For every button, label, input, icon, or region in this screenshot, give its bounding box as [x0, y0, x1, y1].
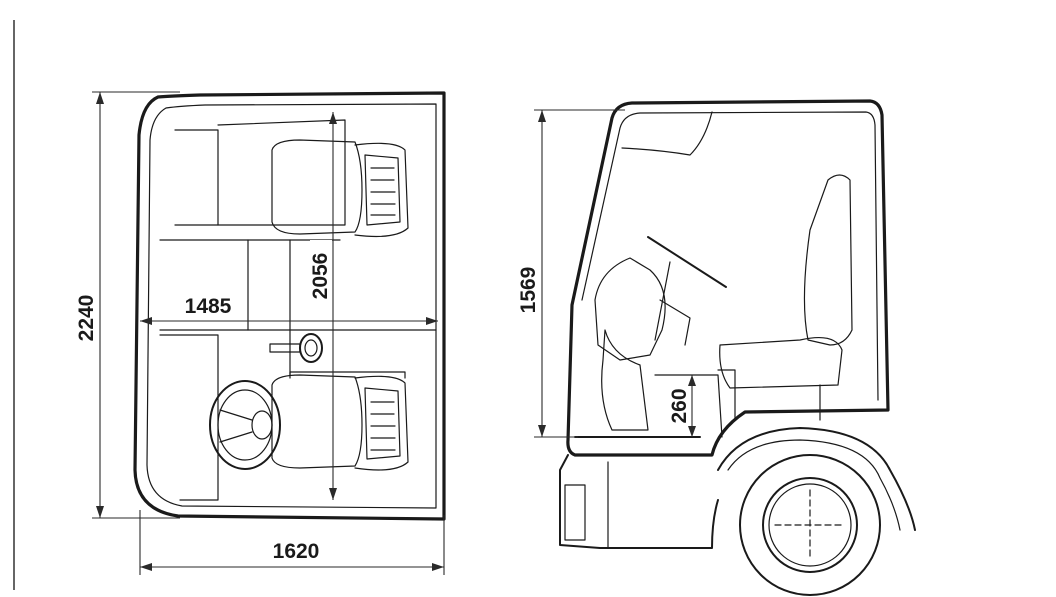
dimension-1620-label: 1620 [273, 540, 320, 563]
rear-bunk-area [159, 239, 249, 331]
dimension-1485: 1485 [140, 295, 438, 325]
driver-seat-side [717, 174, 853, 421]
dimension-1569: 1569 [517, 109, 625, 438]
cab-top-outline [133, 91, 446, 521]
dimension-2240-label: 2240 [75, 295, 98, 342]
steering-wheel-side [594, 236, 727, 431]
lower-body [559, 427, 916, 549]
cab-side-outline [566, 99, 890, 457]
dimension-1569-label: 1569 [517, 267, 540, 314]
dimension-1485-label: 1485 [185, 295, 232, 318]
top-view: 2240 2056 1485 1620 [75, 91, 446, 575]
side-view: 1569 260 [517, 99, 916, 596]
steering-wheel-top [209, 380, 281, 470]
dimension-2056: 2056 [309, 112, 337, 500]
dimension-2240: 2240 [75, 91, 180, 519]
front-wheel [739, 454, 881, 596]
driver-seat [271, 374, 409, 471]
cab-top-inner-outline [146, 103, 437, 509]
passenger-seat [271, 139, 409, 238]
dimension-1620: 1620 [139, 510, 445, 575]
dimension-260-label: 260 [668, 388, 691, 423]
dimension-260: 260 [668, 375, 696, 437]
engine-tunnel [654, 374, 723, 438]
dimension-2056-label: 2056 [309, 253, 332, 300]
